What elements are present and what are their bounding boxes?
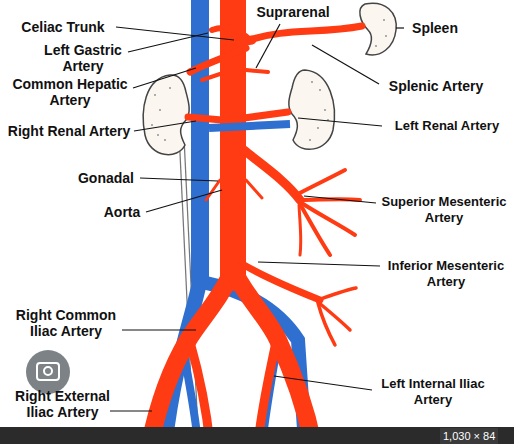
arteries (150, 0, 362, 444)
lens-icon (26, 350, 70, 394)
vessel-label: Aorta (98, 204, 146, 220)
watermark: 1,030 × 84 (440, 428, 498, 444)
artery-label: Left Gastric Artery (33, 42, 133, 74)
artery-label: Left Internal Iliac Artery (374, 376, 492, 408)
artery-label: Right Common Iliac Artery (5, 307, 127, 339)
artery-label: Celiac Trunk (8, 19, 118, 35)
spleen (360, 3, 396, 55)
artery-label: Gonadal (72, 170, 140, 186)
leader-lines (110, 24, 404, 411)
renal-vein (209, 124, 290, 128)
artery-label: Splenic Artery (380, 78, 492, 94)
artery-label: Common Hepatic Artery (5, 76, 135, 108)
artery-label: Left Renal Artery (385, 118, 509, 134)
artery-label: Right Renal Artery (3, 123, 135, 139)
organ-label: Spleen (406, 20, 464, 36)
artery-label: Inferior Mesenteric Artery (383, 258, 509, 290)
organ-label: Suprarenal (246, 4, 340, 20)
artery-label: Superior Mesenteric Artery (380, 194, 508, 226)
artery-label: Right External Iliac Artery (5, 388, 120, 420)
viewer-bar (0, 427, 514, 444)
